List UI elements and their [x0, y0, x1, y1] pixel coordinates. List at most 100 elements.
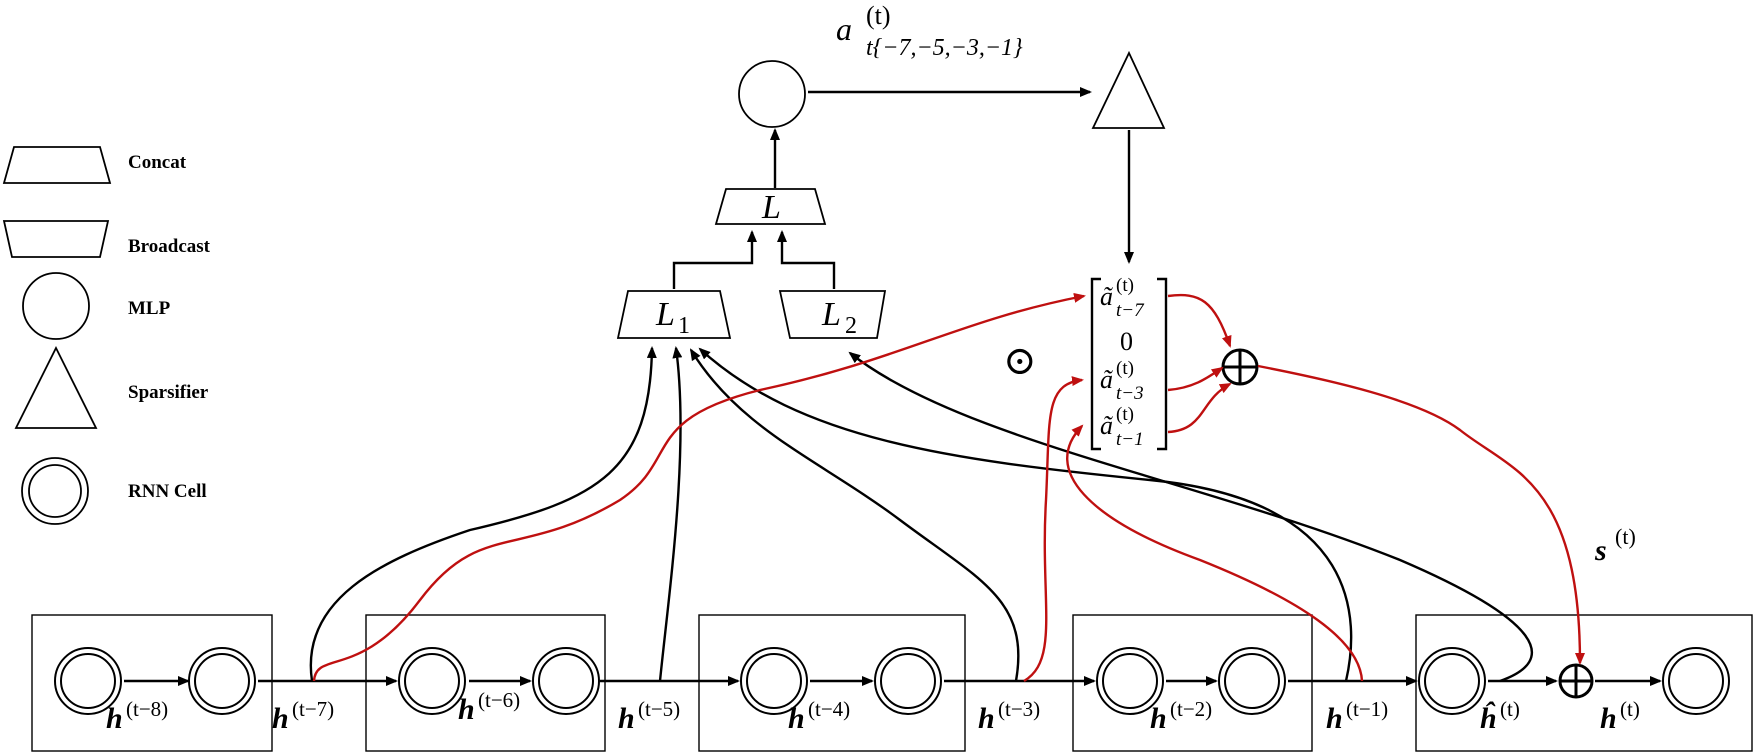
L1-base: L	[655, 296, 675, 333]
attention-matrix: ã (t) t−7 0 ã (t) t−3 ã (t) t−1	[1090, 275, 1168, 451]
rnn-cell	[1218, 647, 1286, 715]
mlp-circle-icon	[22, 272, 90, 340]
L2-sub: 2	[845, 313, 857, 339]
rnn-cell	[874, 647, 942, 715]
rnn-cell	[188, 647, 256, 715]
concat-trapezoid-icon	[2, 146, 112, 184]
L2-broadcast-node: L 2	[778, 290, 887, 339]
red-sparse-paths	[312, 292, 1585, 683]
legend-label-mlp: MLP	[128, 298, 171, 319]
L2-to-L-arrow	[777, 230, 836, 289]
legend-item-broadcast: Broadcast	[2, 220, 211, 258]
hidden-state-sup: (t−5)	[638, 697, 680, 721]
matrix-row-1: ã (t) t−7	[1100, 275, 1145, 321]
legend-item-mlp: MLP	[22, 272, 171, 340]
svg-text:(t): (t)	[1116, 358, 1134, 379]
legend: Concat Broadcast MLP Sparsifier RNN Cell	[2, 146, 211, 525]
sparsifier-triangle-icon	[14, 345, 98, 429]
hidden-state-base: h	[1150, 702, 1167, 735]
chain-sum-node	[1558, 663, 1594, 699]
hidden-state-sup: (t−6)	[478, 688, 520, 712]
hidden-state-label: h(t−4)	[788, 697, 850, 735]
sparsifier-node	[1091, 50, 1166, 129]
hidden-state-base: h	[618, 702, 635, 735]
svg-text:s: s	[1594, 534, 1607, 567]
hidden-state-label: h(t−7)	[272, 697, 334, 735]
svg-text:ã: ã	[1100, 365, 1113, 394]
L2-base: L	[821, 296, 841, 333]
hidden-state-label: h(t)	[1600, 697, 1640, 735]
svg-text:ã: ã	[1100, 282, 1113, 311]
rnn-cell	[1418, 647, 1486, 715]
legend-label-broadcast: Broadcast	[128, 236, 211, 257]
hidden-state-sup: (t−7)	[292, 697, 334, 721]
sum-node	[1221, 348, 1259, 386]
hidden-state-base: h	[1600, 702, 1617, 735]
rnn-block-3	[698, 614, 966, 752]
matrix-row-2: 0	[1120, 327, 1133, 356]
legend-item-rnn-cell: RNN Cell	[21, 457, 207, 525]
svg-text:t−1: t−1	[1116, 429, 1144, 450]
rnn-cell	[54, 647, 122, 715]
rnn-cell	[740, 647, 808, 715]
L1-to-L-arrow	[672, 230, 757, 289]
matrix-row-4: ã (t) t−1	[1100, 404, 1144, 450]
L-concat-node: L	[714, 188, 827, 226]
hidden-state-label: h(t−8)	[106, 697, 168, 735]
hidden-state-base: h	[978, 702, 995, 735]
rnn-block-2	[365, 614, 606, 752]
hidden-state-sup: (t−2)	[1170, 697, 1212, 721]
hidden-state-labels: h(t−8)h(t−7)h(t−6)h(t−5)h(t−4)h(t−3)h(t−…	[106, 688, 1640, 735]
rnn-block-1	[31, 614, 273, 752]
rnn-cell-double-circle-icon	[21, 457, 89, 525]
L-label: L	[761, 189, 781, 226]
L1-concat-node: L 1	[616, 290, 732, 339]
hidden-state-label: h(t−3)	[978, 697, 1040, 735]
hidden-state-sup: (t−4)	[808, 697, 850, 721]
hidden-state-base: h	[788, 702, 805, 735]
hadamard-symbol: ⊙	[1003, 338, 1037, 383]
hidden-state-sup: (t)	[1500, 697, 1520, 721]
hidden-state-base: ĥ	[1480, 701, 1497, 735]
svg-text:(t): (t)	[1116, 275, 1134, 296]
s-label: s (t)	[1594, 524, 1636, 567]
rnn-cell	[1662, 647, 1730, 715]
mlp-node	[738, 60, 806, 128]
black-attention-paths	[309, 346, 1534, 683]
hidden-state-base: h	[272, 702, 289, 735]
hidden-state-label: h(t−6)	[458, 688, 520, 726]
legend-item-sparsifier: Sparsifier	[14, 345, 209, 429]
L1-sub: 1	[678, 313, 690, 339]
attention-base: a	[836, 11, 852, 47]
svg-text:t−7: t−7	[1116, 300, 1145, 321]
hidden-state-sup: (t−1)	[1346, 697, 1388, 721]
matrix-row-3: ã (t) t−3	[1100, 358, 1144, 404]
svg-text:(t): (t)	[1615, 524, 1636, 549]
attention-sup: (t)	[866, 1, 891, 30]
svg-text:t−3: t−3	[1116, 383, 1144, 404]
legend-item-concat: Concat	[2, 146, 187, 184]
rnn-cell	[532, 647, 600, 715]
rnn-cell	[1096, 647, 1164, 715]
hidden-state-sup: (t)	[1620, 697, 1640, 721]
legend-label-concat: Concat	[128, 152, 187, 173]
svg-text:(t): (t)	[1116, 404, 1134, 425]
hidden-state-base: h	[458, 693, 475, 726]
hidden-state-label: h(t−5)	[618, 697, 680, 735]
broadcast-trapezoid-icon	[2, 220, 110, 258]
hidden-state-base: h	[1326, 702, 1343, 735]
hidden-state-label: ĥ(t)	[1480, 697, 1520, 735]
legend-label-rnn-cell: RNN Cell	[128, 481, 207, 502]
legend-label-sparsifier: Sparsifier	[128, 382, 209, 403]
hidden-state-base: h	[106, 702, 123, 735]
attention-label: a (t) t{−7,−5,−3,−1}	[836, 1, 1023, 61]
hidden-state-label: h(t−1)	[1326, 697, 1388, 735]
rnn-block-4	[1072, 614, 1313, 752]
rnn-cell	[398, 647, 466, 715]
hidden-state-sup: (t−3)	[998, 697, 1040, 721]
attention-sub: t{−7,−5,−3,−1}	[866, 35, 1023, 61]
hidden-state-sup: (t−8)	[126, 697, 168, 721]
svg-text:ã: ã	[1100, 411, 1113, 440]
hidden-state-label: h(t−2)	[1150, 697, 1212, 735]
